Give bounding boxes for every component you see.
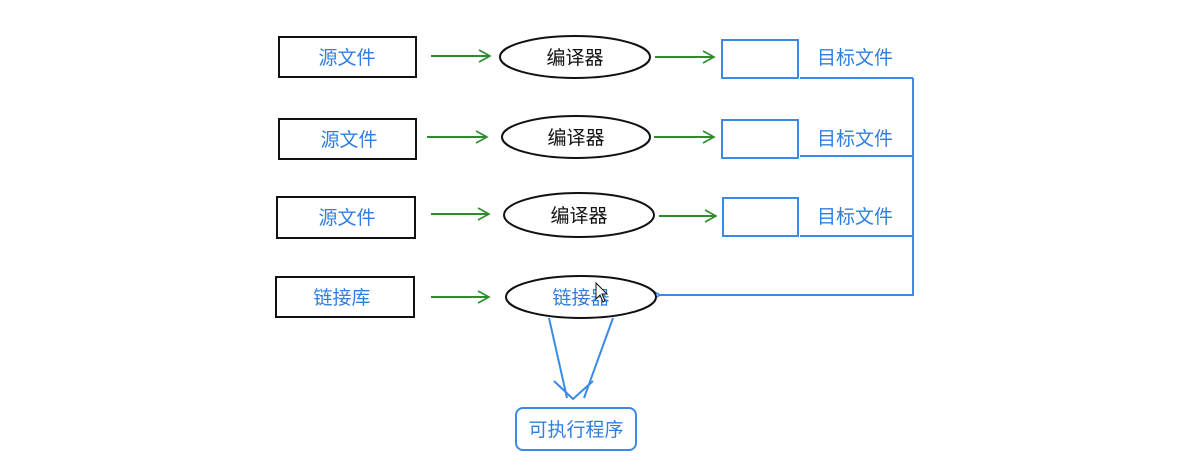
source-box-2	[278, 118, 417, 160]
library-label: 链接库	[313, 287, 370, 309]
source-label-1: 源文件	[318, 47, 375, 69]
object-label-2: 目标文件	[817, 128, 893, 150]
compiler-label-3: 编译器	[550, 205, 607, 227]
source-box-3	[276, 196, 416, 239]
object-box-3	[722, 197, 799, 237]
compiler-ellipse-1	[499, 35, 651, 79]
cursor-icon	[595, 281, 609, 303]
linker-label: 链接器	[552, 287, 609, 309]
object-label-3: 目标文件	[817, 206, 893, 228]
collector-line	[645, 78, 914, 304]
funnel-arrow-left	[548, 317, 568, 399]
linker-ellipse	[505, 275, 657, 319]
object-label-1: 目标文件	[817, 47, 893, 69]
executable-box	[515, 407, 637, 451]
source-box-1	[278, 36, 417, 78]
library-box	[275, 276, 415, 318]
source-label-2: 源文件	[320, 129, 377, 151]
compiler-label-2: 编译器	[547, 127, 604, 149]
source-label-3: 源文件	[318, 207, 375, 229]
object-box-1	[721, 39, 799, 79]
object-box-2	[721, 119, 799, 159]
compiler-label-1: 编译器	[546, 47, 603, 69]
compiler-ellipse-2	[501, 115, 651, 159]
funnel-arrow-head	[553, 380, 594, 401]
compiler-ellipse-3	[503, 192, 655, 238]
executable-label: 可执行程序	[528, 419, 623, 441]
